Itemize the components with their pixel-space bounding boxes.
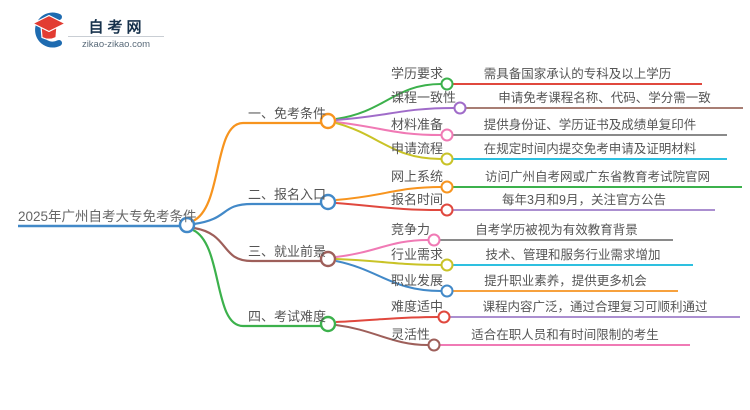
subtopic-detail: 访问广州自考网或广东省教育考试院官网	[484, 170, 710, 184]
leaf-connector	[335, 260, 442, 292]
leaf-node-circle	[440, 203, 454, 217]
branch-line-4	[192, 229, 321, 328]
leaf-connector	[335, 121, 442, 136]
subtopic-label: 学历要求	[391, 66, 444, 81]
subtopic-label: 竞争力	[391, 222, 431, 237]
root-node-circle	[178, 216, 196, 234]
subtopic-label: 申请流程	[391, 141, 444, 156]
branch-node-circle	[319, 193, 337, 211]
site-domain: zikao-zikao.com	[81, 39, 151, 50]
leaf-node-circle	[440, 77, 454, 91]
branch-topic-1: 一、免考条件	[248, 106, 327, 121]
branch-topic-3: 三、就业前景	[248, 244, 327, 259]
leaf-connector	[335, 202, 442, 211]
subtopic-label: 灵活性	[391, 327, 431, 342]
branch-node-circle	[319, 112, 337, 130]
leaf-connector	[335, 107, 455, 121]
leaf-connector	[335, 258, 442, 266]
subtopic-detail: 课程内容广泛，通过合理复习可顺利通过	[482, 300, 708, 314]
leaf-node-circle	[440, 180, 454, 194]
subtopic-detail: 技术、管理和服务行业需求增加	[485, 248, 661, 262]
subtopic-label: 材料准备	[391, 117, 444, 132]
leaf-connector	[335, 186, 442, 201]
subtopic-detail: 申请免考课程名称、代码、学分需一致	[498, 91, 711, 105]
site-logo[interactable]: 自考网 zikao-zikao.com	[28, 9, 178, 51]
branch-node-circle	[319, 315, 337, 333]
logo-cap-board	[31, 14, 67, 33]
leaf-connector	[335, 122, 442, 160]
subtopic-label: 报名时间	[391, 192, 444, 207]
subtopic-label: 难度适中	[391, 299, 444, 314]
subtopic-detail: 提升职业素养，提供更多机会	[484, 274, 647, 288]
leaf-connector	[335, 83, 442, 120]
subtopic-label: 课程一致性	[391, 90, 457, 105]
branch-topic-2: 二、报名入口	[248, 187, 327, 202]
leaf-node-circle	[427, 233, 441, 247]
subtopic-label: 网上系统	[391, 169, 444, 184]
leaf-node-circle	[440, 258, 454, 272]
subtopic-detail: 适合在职人员和有时间限制的考生	[471, 328, 659, 342]
leaf-connector	[335, 316, 439, 323]
branch-node-circle	[319, 250, 337, 268]
subtopic-detail: 在规定时间内提交免考申请及证明材料	[483, 142, 697, 156]
leaf-node-circle	[437, 310, 451, 324]
leaf-node-circle	[453, 101, 467, 115]
root-topic: 2025年广州自考大专免考条件	[18, 209, 197, 224]
subtopic-label: 职业发展	[391, 273, 444, 288]
subtopic-label: 行业需求	[391, 247, 444, 262]
leaf-node-circle	[440, 284, 454, 298]
logo-crescent	[35, 12, 62, 48]
branch-line-2	[193, 202, 321, 226]
leaf-node-circle	[427, 338, 441, 352]
site-name: 自考网	[88, 19, 146, 36]
leaf-node-circle	[440, 128, 454, 142]
logo-graduation-cap-icon	[31, 12, 67, 48]
branch-topic-4: 四、考试难度	[248, 309, 327, 324]
branch-line-1	[192, 121, 321, 222]
leaf-node-circle	[440, 152, 454, 166]
branch-line-3	[193, 226, 321, 263]
subtopic-detail: 自考学历被视为有效教育背景	[475, 223, 638, 237]
logo-divider	[68, 36, 164, 37]
leaf-connector	[335, 239, 429, 258]
leaf-connector	[335, 324, 429, 346]
subtopic-detail: 提供身份证、学历证书及成绩单复印件	[483, 118, 697, 132]
subtopic-detail: 每年3月和9月，关注官方公告	[502, 193, 666, 207]
subtopic-detail: 需具备国家承认的专科及以上学历	[483, 67, 672, 81]
